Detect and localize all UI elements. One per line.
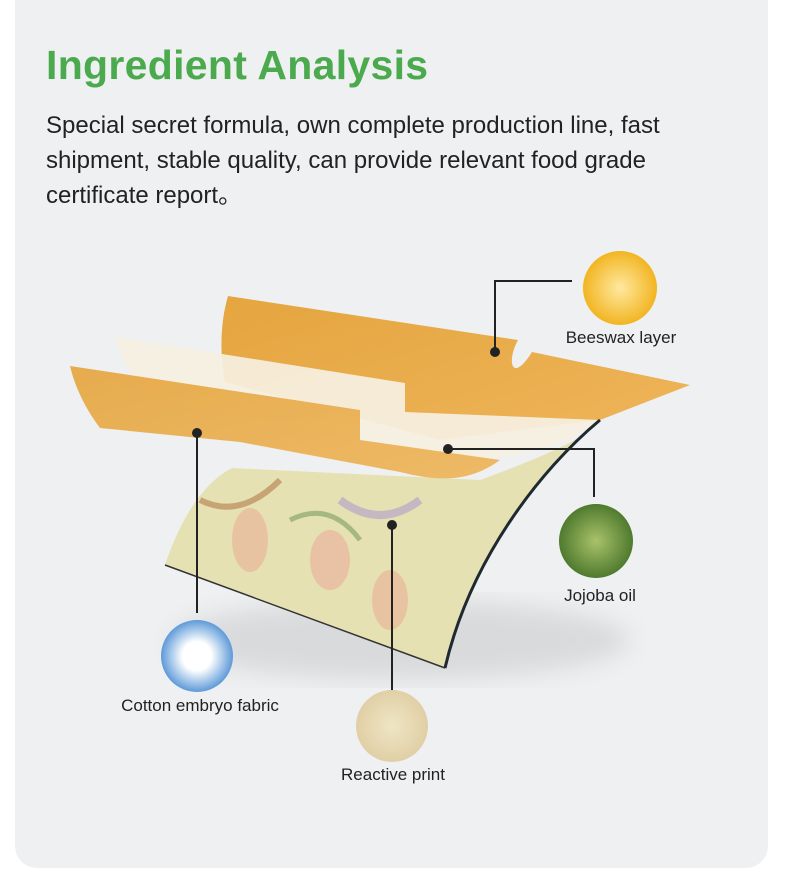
leader-dots	[192, 347, 500, 530]
description: Special secret formula, own complete pro…	[46, 112, 660, 209]
page-title: Ingredient Analysis	[46, 42, 429, 88]
leader-lines	[196, 280, 595, 690]
fabric-sheet	[164, 418, 601, 669]
print-pattern-icon	[356, 690, 428, 762]
beeswax-sheet-front	[70, 366, 500, 479]
label-reactive-print: Reactive print	[341, 765, 445, 784]
jojoba-oil-sheet	[115, 337, 600, 458]
honeycomb-icon	[583, 251, 657, 325]
label-cotton-embryo-fabric: Cotton embryo fabric	[121, 696, 279, 715]
cotton-icon	[161, 620, 233, 692]
label-beeswax-layer: Beeswax layer	[565, 328, 677, 347]
jojoba-icon	[559, 504, 633, 578]
label-jojoba-oil: Jojoba oil	[564, 586, 636, 605]
